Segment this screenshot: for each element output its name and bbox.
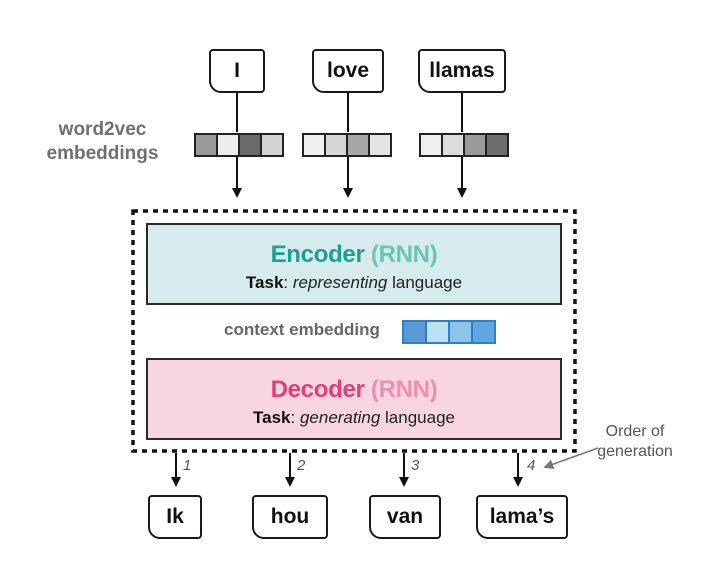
embedding-cell [238, 133, 262, 157]
decoder-block: Decoder (RNN) Task: generating language [146, 358, 562, 440]
embedding-cell [441, 133, 465, 157]
output-word: van [386, 505, 424, 528]
output-word: lama’s [489, 505, 555, 528]
embedding-cell [216, 133, 240, 157]
word-embedding-vector [194, 133, 284, 157]
embedding-cell [194, 133, 218, 157]
input-word: llamas [429, 59, 495, 82]
output-word-box: Ik [148, 495, 202, 539]
decoder-type: (RNN) [370, 376, 438, 403]
embedding-cell [448, 320, 473, 344]
embedding-cell [402, 320, 427, 344]
decoder-name: Decoder [270, 376, 365, 403]
embedding-label-line1: word2vec [58, 119, 147, 140]
input-word-box: I [209, 49, 265, 93]
input-word: I [234, 59, 240, 82]
generation-order-number: 4 [527, 457, 536, 474]
decoder-task: Task: generating language [253, 408, 455, 427]
output-word: Ik [166, 505, 184, 528]
embedding-cell [346, 133, 370, 157]
encoder-name: Encoder [270, 241, 365, 268]
encoder-task-label: Task [245, 273, 284, 292]
decoder-task-object: language [385, 408, 455, 427]
context-embedding-vector [402, 320, 496, 344]
encoder-task: Task: representing language [245, 273, 463, 292]
embedding-cell [419, 133, 443, 157]
encoder-title: Encoder (RNN) [148, 241, 560, 269]
input-word-box: llamas [418, 49, 506, 93]
word-embedding-vector [302, 133, 392, 157]
order-note-line1: Order of [605, 423, 665, 440]
context-embedding-label: context embedding [224, 320, 380, 339]
word-embedding-vector [419, 133, 509, 157]
embedding-label-line2: embeddings [46, 143, 159, 164]
order-pointer-arrow [543, 447, 599, 470]
encoder-type: (RNN) [370, 241, 438, 268]
input-word-box: love [312, 49, 384, 93]
embedding-cell [302, 133, 326, 157]
output-word: hou [270, 505, 310, 528]
model-frame [131, 209, 577, 453]
embedding-cell [463, 133, 487, 157]
encoder-block: Encoder (RNN) Task: representing languag… [146, 223, 562, 305]
order-note-line2: generation [597, 443, 673, 460]
embedding-cell [485, 133, 509, 157]
embedding-cell [425, 320, 450, 344]
decoder-task-label: Task [253, 408, 291, 427]
encoder-task-verb: representing [292, 273, 388, 292]
input-word: love [326, 59, 370, 82]
output-word-box: hou [252, 495, 328, 539]
generation-order-number: 1 [183, 457, 192, 474]
embedding-cell [324, 133, 348, 157]
decoder-task-verb: generating [299, 408, 381, 427]
output-word-box: lama’s [476, 495, 568, 539]
generation-order-number: 2 [297, 457, 306, 474]
embedding-cell [471, 320, 496, 344]
order-of-generation-note: Order of generation [585, 422, 685, 462]
generation-order-number: 3 [411, 457, 420, 474]
embedding-cell [260, 133, 284, 157]
output-word-box: van [369, 495, 441, 539]
decoder-title: Decoder (RNN) [148, 376, 560, 404]
embedding-cell [368, 133, 392, 157]
embedding-label: word2vec embeddings [40, 118, 165, 166]
encoder-task-object: language [392, 273, 463, 292]
